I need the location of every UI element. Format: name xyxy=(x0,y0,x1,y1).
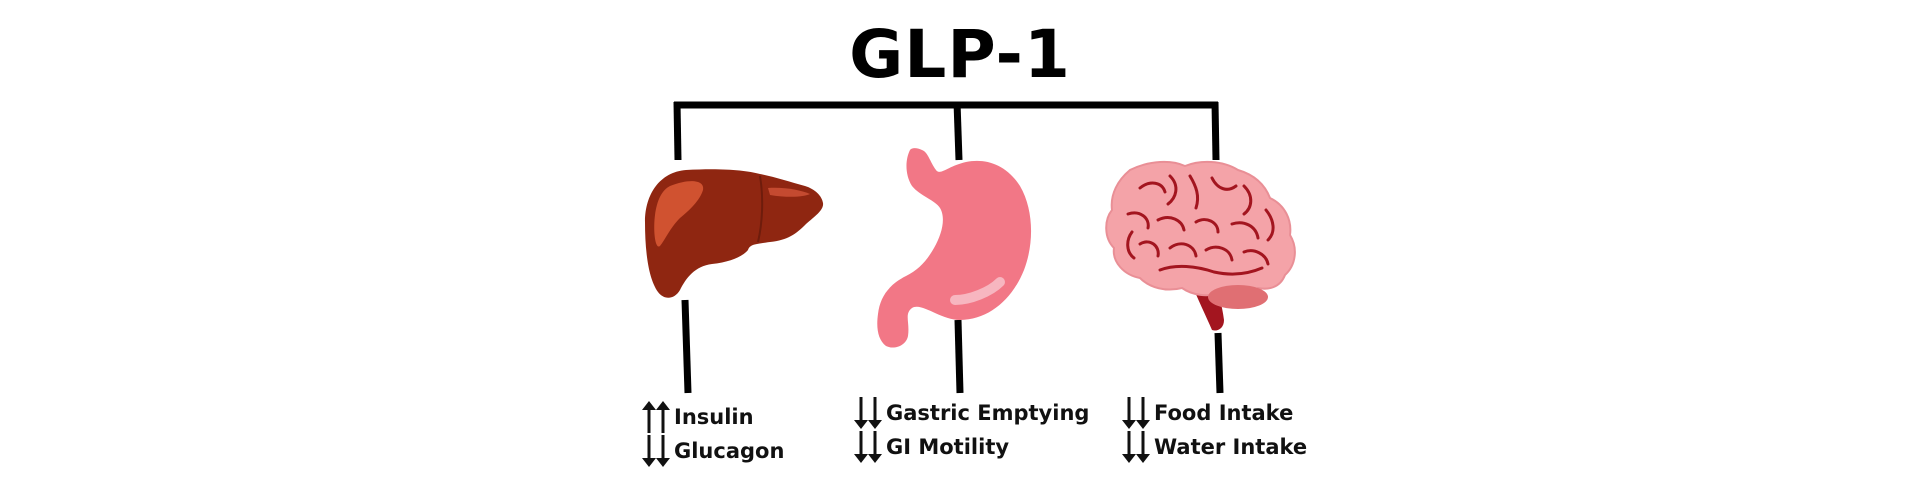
connector-stomach-top xyxy=(953,101,963,161)
effect-row: Insulin xyxy=(640,400,784,434)
brain-icon xyxy=(1105,160,1296,331)
double-down-arrow-icon xyxy=(642,435,670,467)
connector-brain-bottom xyxy=(1214,332,1224,394)
diagram-title: GLP-1 xyxy=(849,16,1071,93)
stomach-effects: Gastric Emptying GI Motility xyxy=(852,396,1089,464)
connector-liver-bottom xyxy=(681,299,692,394)
liver-effects: Insulin Glucagon xyxy=(640,400,784,468)
stomach-icon xyxy=(877,148,1032,348)
liver-icon xyxy=(645,169,824,298)
effect-label: Water Intake xyxy=(1154,435,1308,459)
double-down-arrow-icon xyxy=(854,431,882,463)
connector-brain-top xyxy=(1211,101,1220,161)
effect-row: Water Intake xyxy=(1120,430,1307,464)
connector-stomach-bottom xyxy=(954,319,964,394)
effect-row: Gastric Emptying xyxy=(852,396,1089,430)
double-down-arrow-icon xyxy=(1122,397,1150,429)
effect-label: Insulin xyxy=(674,405,754,429)
double-up-arrow-icon xyxy=(642,401,670,433)
effect-row: GI Motility xyxy=(852,430,1089,464)
effect-label: Gastric Emptying xyxy=(886,401,1090,425)
double-down-arrow-icon xyxy=(854,397,882,429)
effect-label: GI Motility xyxy=(886,435,1010,459)
brain-effects: Food Intake Water Intake xyxy=(1120,396,1307,464)
top-bracket xyxy=(673,101,1220,161)
effect-label: Food Intake xyxy=(1154,401,1294,425)
effect-label: Glucagon xyxy=(674,439,785,463)
connector-liver-top xyxy=(673,101,682,161)
effect-row: Food Intake xyxy=(1120,396,1307,430)
effect-row: Glucagon xyxy=(640,434,784,468)
double-down-arrow-icon xyxy=(1122,431,1150,463)
